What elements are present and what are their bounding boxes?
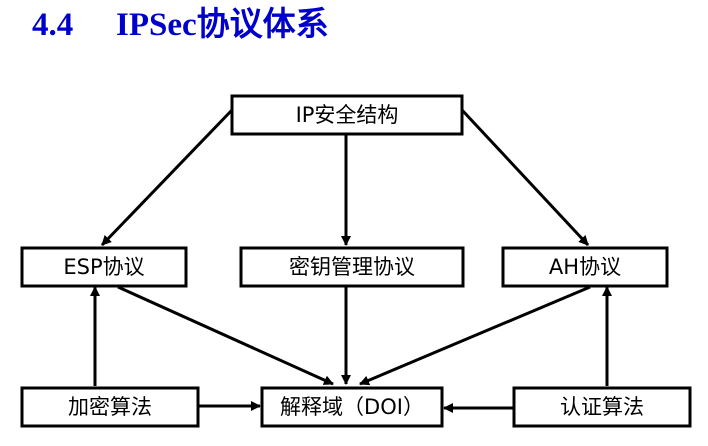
edges (90, 108, 612, 413)
edge-ah-to-doi (359, 285, 591, 386)
node-box (512, 386, 692, 428)
node-ip-security-architecture: IP安全结构 (230, 94, 464, 136)
node-ah-protocol: AH协议 (501, 246, 669, 288)
node-label-key-management-protocol: 密钥管理协议 (289, 255, 415, 279)
node-label-encryption-algorithm: 加密算法 (68, 395, 152, 419)
edge-architecture-to-esp (100, 108, 234, 247)
node-box (239, 246, 465, 288)
section-title: IPSec协议体系 (116, 7, 329, 43)
node-authentication-algorithm: 认证算法 (512, 386, 692, 428)
section-number: 4.4 (32, 7, 74, 43)
node-label-ah-protocol: AH协议 (549, 255, 621, 279)
node-label-esp-protocol: ESP协议 (63, 255, 144, 279)
node-label-authentication-algorithm: 认证算法 (560, 395, 644, 419)
node-esp-protocol: ESP协议 (20, 246, 188, 288)
edge-architecture-to-ah (460, 108, 590, 247)
page-title: 4.4 IPSec协议体系 (32, 6, 329, 46)
node-label-ip-security-architecture: IP安全结构 (296, 103, 399, 127)
node-doi: 解释域（DOI） (260, 386, 444, 428)
node-box (501, 246, 669, 288)
edge-esp-to-doi (117, 285, 334, 386)
node-box (20, 386, 200, 428)
node-box (230, 94, 464, 136)
node-encryption-algorithm: 加密算法 (20, 386, 200, 428)
node-label-doi: 解释域（DOI） (280, 395, 424, 419)
node-box (20, 246, 188, 288)
node-key-management-protocol: 密钥管理协议 (239, 246, 465, 288)
node-box (260, 386, 444, 428)
